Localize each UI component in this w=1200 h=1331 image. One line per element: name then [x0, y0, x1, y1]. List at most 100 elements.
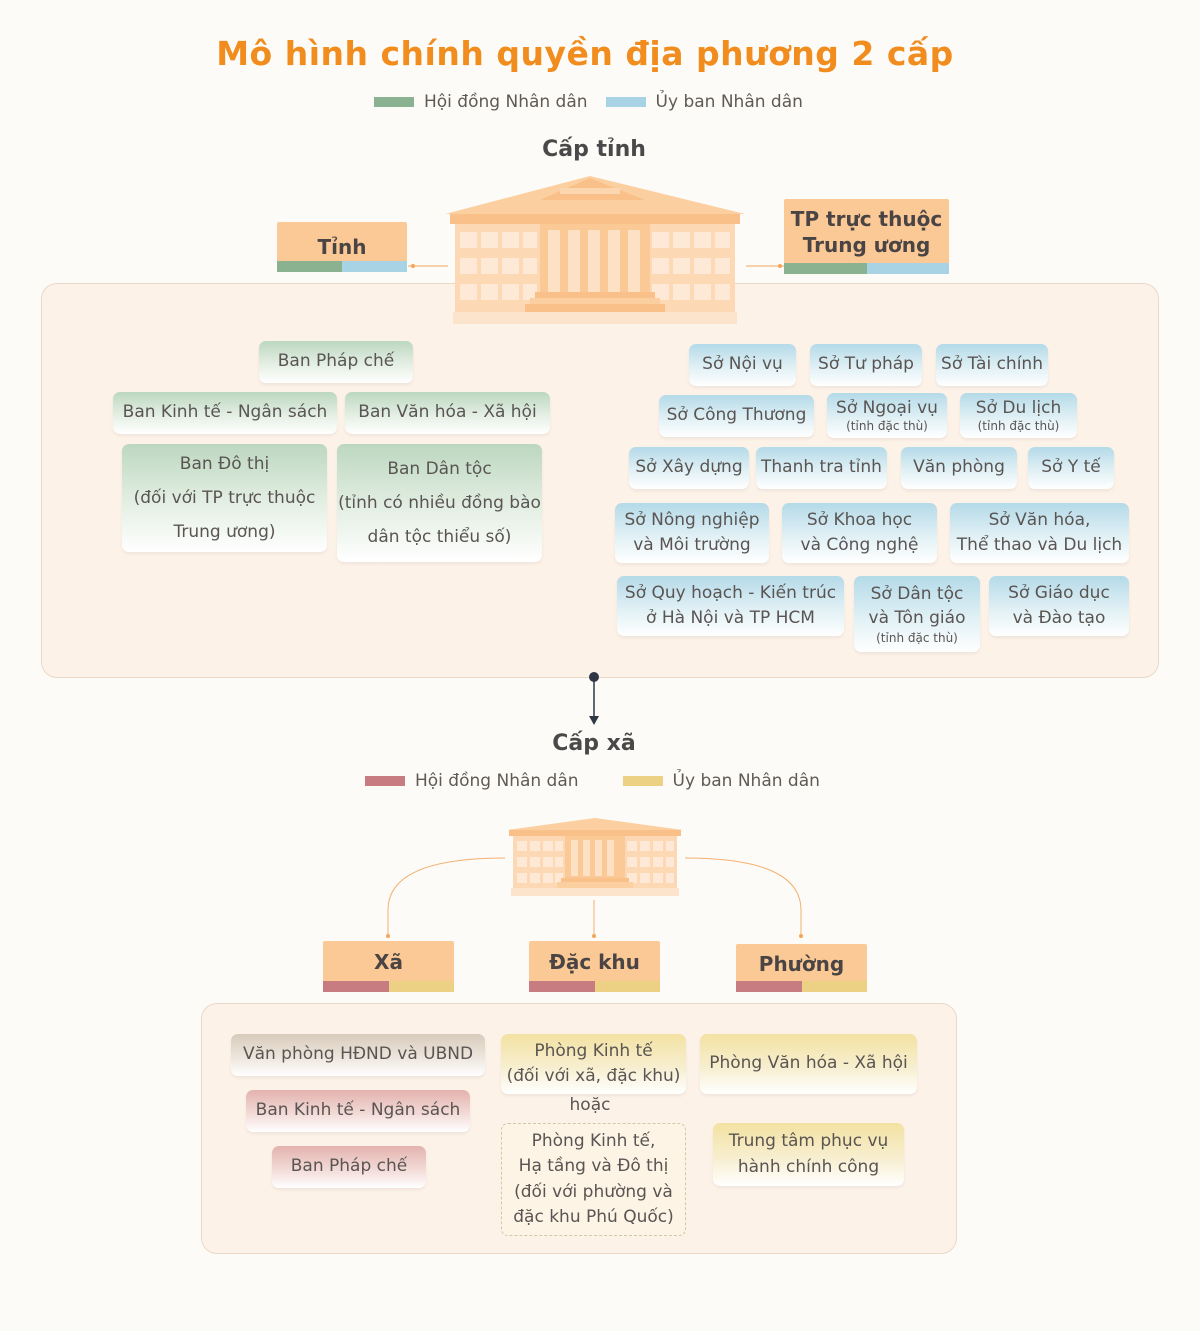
- down-arrow-icon: [589, 672, 599, 725]
- ban-kinh-te-ngan-sach-tinh: Ban Kinh tế - Ngân sách: [113, 392, 337, 434]
- province-building-icon: [445, 176, 745, 324]
- page-title: Mô hình chính quyền địa phương 2 cấp: [216, 34, 954, 73]
- box-label: Sở Tư pháp: [818, 354, 914, 375]
- so-y-te: Sở Y tế: [1028, 447, 1114, 489]
- ban-do-thi: Ban Đô thị (đối với TP trực thuộc Trung …: [122, 444, 327, 552]
- box-label: Sở Ngoại vụ: [836, 397, 938, 418]
- box-label: Ban Đô thị: [179, 454, 270, 474]
- box-label: Sở Tài chính: [941, 354, 1043, 375]
- box-label: Thanh tra tỉnh: [761, 457, 882, 478]
- so-quy-hoach-kien-truc: Sở Quy hoạch - Kiến trúc ở Hà Nội và TP …: [617, 576, 844, 636]
- box-label: Sở Văn hóa,: [988, 509, 1091, 530]
- ban-phap-che-xa: Ban Pháp chế: [272, 1146, 426, 1188]
- so-khoa-hoc: Sở Khoa học và Công nghệ: [782, 503, 937, 563]
- box-label: Phòng Kinh tế: [534, 1040, 653, 1061]
- so-cong-thuong: Sở Công Thương: [659, 395, 814, 437]
- so-tai-chinh: Sở Tài chính: [936, 344, 1048, 386]
- box-label: Phòng Văn hóa - Xã hội: [709, 1053, 908, 1074]
- box-label: Thể thao và Du lịch: [956, 535, 1123, 555]
- dual-color-bar: [277, 261, 407, 272]
- dual-color-bar: [784, 263, 949, 274]
- box-label: và Môi trường: [633, 535, 751, 555]
- phong-kinh-te: Phòng Kinh tế (đối với xã, đặc khu): [501, 1034, 686, 1094]
- dual-color-bar: [529, 981, 660, 992]
- commune-building-icon: [507, 818, 683, 896]
- dual-color-bar: [323, 981, 454, 992]
- so-tu-phap: Sở Tư pháp: [810, 344, 922, 386]
- box-label: (tỉnh có nhiều đồng bào: [338, 493, 541, 513]
- committee-swatch: [605, 97, 646, 107]
- box-label: Ban Dân tộc: [387, 459, 492, 479]
- tp-label-line1: TP trực thuộc: [790, 206, 943, 231]
- commune-connector-lines: [386, 857, 803, 938]
- box-label: Ban Văn hóa - Xã hội: [358, 402, 537, 423]
- box-label: Sở Dân tộc: [870, 583, 964, 604]
- province-level-title: Cấp tỉnh: [542, 137, 646, 162]
- box-label: Hạ tầng và Đô thị: [518, 1156, 669, 1176]
- phong-kinh-te-ha-tang-do-thi: Phòng Kinh tế, Hạ tầng và Đô thị (đối vớ…: [501, 1123, 686, 1236]
- box-label: dân tộc thiểu số): [367, 527, 512, 547]
- box-label: Ban Pháp chế: [290, 1156, 408, 1177]
- so-van-hoa-the-thao: Sở Văn hóa, Thể thao và Du lịch: [950, 503, 1129, 563]
- so-ngoai-vu: Sở Ngoại vụ (tỉnh đặc thù): [827, 393, 947, 438]
- box-label: Ban Pháp chế: [277, 351, 395, 372]
- ban-phap-che-tinh: Ban Pháp chế: [259, 341, 413, 383]
- box-label: Sở Xây dựng: [635, 457, 743, 478]
- trung-tam-phuc-vu-hanh-chinh-cong: Trung tâm phục vụ hành chính công: [713, 1123, 904, 1186]
- committee-swatch: [622, 776, 663, 786]
- box-note: (tỉnh đặc thù): [876, 630, 958, 645]
- box-label: (đối với xã, đặc khu): [506, 1066, 681, 1086]
- box-label: (đối với phường và: [514, 1181, 673, 1202]
- box-label: Sở Y tế: [1041, 457, 1101, 478]
- box-label: (đối với TP trực thuộc: [133, 488, 316, 508]
- box-label: Trung tâm phục vụ: [728, 1131, 889, 1151]
- so-giao-duc: Sở Giáo dục và Đào tạo: [989, 576, 1129, 636]
- province-unit-tp-truc-thuoc: TP trực thuộc Trung ương: [784, 199, 949, 274]
- phong-van-hoa-xa-hoi: Phòng Văn hóa - Xã hội: [700, 1034, 917, 1094]
- so-noi-vu: Sở Nội vụ: [689, 344, 796, 386]
- box-label: và Công nghệ: [800, 535, 919, 555]
- ban-dan-toc: Ban Dân tộc (tỉnh có nhiều đồng bào dân …: [337, 444, 542, 562]
- legend-council-label: Hội đồng Nhân dân: [424, 92, 588, 112]
- dual-color-bar: [736, 981, 867, 992]
- box-note: (tỉnh đặc thù): [977, 418, 1060, 433]
- box-label: Sở Du lịch: [975, 397, 1062, 418]
- box-label: Sở Nội vụ: [702, 354, 783, 375]
- tp-label-line2: Trung ương: [802, 232, 931, 257]
- council-swatch: [365, 776, 405, 786]
- commune-unit-phuong: Phường: [736, 944, 867, 992]
- province-unit-tinh-label: Tỉnh: [317, 235, 367, 259]
- province-legend: Hội đồng Nhân dân Ủy ban Nhân dân: [374, 92, 803, 112]
- box-note: (tỉnh đặc thù): [846, 418, 928, 433]
- box-label: Ban Kinh tế - Ngân sách: [122, 402, 328, 423]
- commune-unit-dac-khu: Đặc khu: [529, 941, 660, 992]
- unit-label: Xã: [374, 949, 403, 974]
- box-label: Ban Kinh tế - Ngân sách: [255, 1100, 461, 1121]
- or-label: hoặc: [569, 1095, 611, 1115]
- box-label: Sở Quy hoạch - Kiến trúc: [624, 582, 837, 603]
- box-label: Sở Giáo dục: [1008, 582, 1110, 603]
- commune-legend: Hội đồng Nhân dân Ủy ban Nhân dân: [365, 771, 820, 791]
- province-unit-tinh: Tỉnh: [277, 222, 407, 272]
- unit-label: Đặc khu: [549, 949, 640, 974]
- so-du-lich: Sở Du lịch (tỉnh đặc thù): [960, 393, 1077, 438]
- box-label: hành chính công: [737, 1156, 880, 1177]
- box-label: Văn phòng HĐND và UBND: [242, 1044, 474, 1065]
- box-label: và Đào tạo: [1012, 608, 1106, 628]
- so-nong-nghiep: Sở Nông nghiệp và Môi trường: [615, 503, 769, 563]
- ban-van-hoa-xa-hoi-tinh: Ban Văn hóa - Xã hội: [345, 392, 550, 434]
- so-dan-toc-ton-giao: Sở Dân tộc và Tôn giáo (tỉnh đặc thù): [854, 576, 980, 652]
- legend-committee-label: Ủy ban Nhân dân: [672, 771, 820, 791]
- province-connector-lines: [408, 264, 786, 268]
- ban-kinh-te-ngan-sach-xa: Ban Kinh tế - Ngân sách: [246, 1090, 470, 1132]
- council-swatch: [374, 97, 414, 107]
- box-label: Sở Nông nghiệp: [624, 509, 760, 530]
- box-label: ở Hà Nội và TP HCM: [646, 608, 815, 628]
- box-label: Sở Khoa học: [806, 509, 913, 530]
- thanh-tra-tinh: Thanh tra tỉnh: [756, 447, 887, 489]
- box-label: Sở Công Thương: [666, 405, 807, 426]
- box-label: Phòng Kinh tế,: [531, 1130, 656, 1151]
- van-phong-tinh: Văn phòng: [901, 447, 1017, 489]
- unit-label: Phường: [758, 952, 845, 976]
- commune-unit-xa: Xã: [323, 941, 454, 992]
